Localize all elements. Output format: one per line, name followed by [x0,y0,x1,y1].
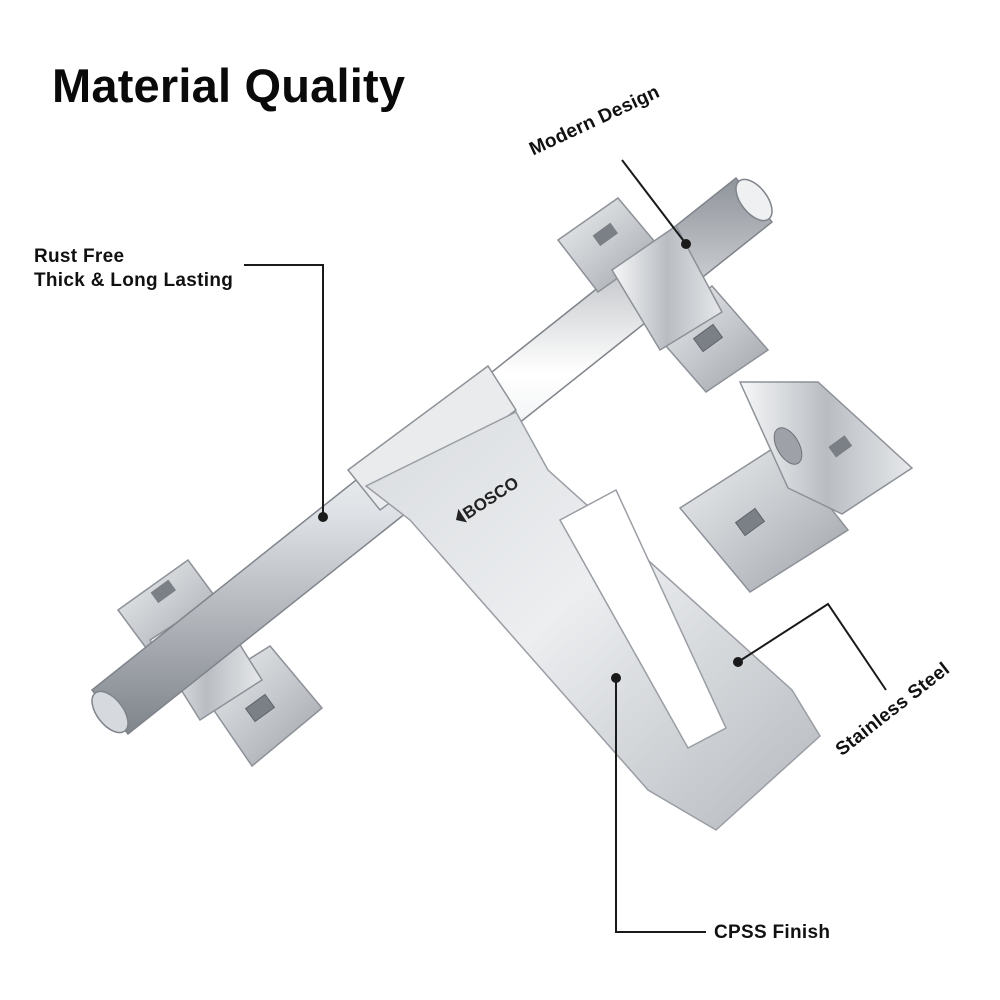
page-title: Material Quality [52,59,406,112]
callout-rust-line1: Rust Free [34,246,125,267]
leader-rust [244,264,324,517]
dot-modern [681,239,691,249]
callout-leader-lines [244,159,887,933]
callout-dots [318,239,743,683]
receiver-keeper [678,381,914,593]
leader-cpss [615,678,706,933]
right-mounting-plate [556,196,770,393]
callout-rust-free: Rust Free Thick & Long Lasting [34,245,233,293]
latch-handle-plate [346,364,821,831]
callout-rust-line2: Thick & Long Lasting [34,270,234,291]
dot-cpss [611,673,621,683]
callout-cpss-finish: CPSS Finish [714,922,831,943]
leader-steel [737,602,887,691]
brand-logo-mark [456,508,468,523]
leader-modern [621,159,687,245]
dot-rust [318,512,328,522]
dot-steel [733,657,743,667]
